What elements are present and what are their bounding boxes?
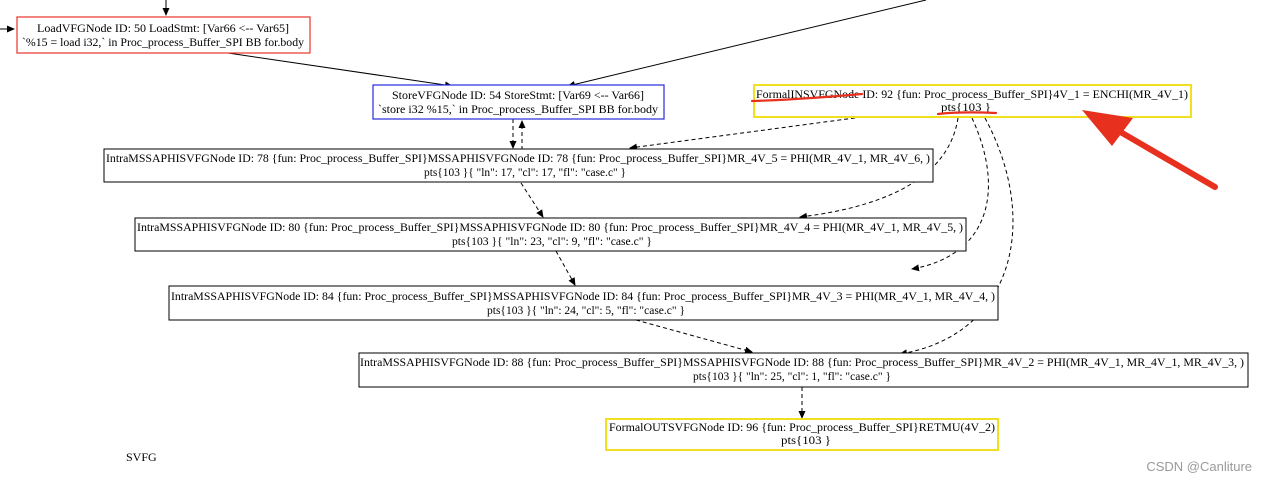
edge-phi80-to-phi84: [555, 250, 576, 286]
node-load50[interactable]: LoadVFGNode ID: 50 LoadStmt: [Var66 <-- …: [16, 16, 311, 54]
node-load50-line1: LoadVFGNode ID: 50 LoadStmt: [Var66 <-- …: [37, 23, 289, 35]
underline-pts-label: [936, 111, 998, 116]
node-phi84-line2: pts{103 }{ "ln": 24, "cl": 5, "fl": "cas…: [487, 305, 685, 317]
edge-phi78-to-phi80: [520, 182, 544, 218]
red-annotations: [750, 92, 1218, 190]
node-load50-line2: `%15 = load i32,` in Proc_process_Buffer…: [22, 37, 304, 49]
annotation-arrow-shaft: [1102, 120, 1218, 190]
node-formalout96-line2: pts{103 }: [781, 435, 831, 447]
node-phi80-line2: pts{103 }{ "ln": 23, "cl": 9, "fl": "cas…: [452, 236, 652, 248]
node-phi84-box: [168, 285, 999, 321]
annotation-arrow-head: [1082, 110, 1133, 146]
node-phi80-box: [134, 217, 967, 252]
node-phi84-line1: IntraMSSAPHISVFGNode ID: 84 {fun: Proc_p…: [171, 291, 995, 303]
node-load50-box: [16, 16, 311, 54]
node-store54[interactable]: StoreVFGNode ID: 54 StoreStmt: [Var69 <-…: [372, 84, 665, 120]
node-formalout96-line1: FormalOUTSVFGNode ID: 96 {fun: Proc_proc…: [609, 422, 995, 434]
node-store54-line1: StoreVFGNode ID: 54 StoreStmt: [Var69 <-…: [392, 90, 644, 102]
node-phi78-line1: IntraMSSAPHISVFGNode ID: 78 {fun: Proc_p…: [106, 153, 930, 165]
edge-phi84-to-phi88: [635, 319, 753, 354]
node-formalout96[interactable]: FormalOUTSVFGNode ID: 96 {fun: Proc_proc…: [605, 418, 999, 451]
node-phi88-line2: pts{103 }{ "ln": 25, "cl": 1, "fl": "cas…: [693, 371, 891, 383]
underline-formalin-label: [750, 92, 864, 103]
node-phi78[interactable]: IntraMSSAPHISVFGNode ID: 78 {fun: Proc_p…: [103, 148, 934, 183]
edge-formalin92-to-phi78: [629, 116, 863, 151]
node-phi80-line1: IntraMSSAPHISVFGNode ID: 80 {fun: Proc_p…: [137, 222, 963, 234]
node-formalout96-box: [605, 418, 999, 451]
node-phi88[interactable]: IntraMSSAPHISVFGNode ID: 88 {fun: Proc_p…: [358, 352, 1249, 388]
node-store54-line2: `store i32 %15,` in Proc_process_Buffer_…: [378, 104, 658, 116]
node-phi88-line1: IntraMSSAPHISVFGNode ID: 88 {fun: Proc_p…: [360, 357, 1244, 369]
node-formalin92-line2: pts{103 }: [941, 102, 991, 114]
node-store54-box: [372, 84, 665, 120]
node-formalin92-line1: FormalINSVFGNode ID: 92 {fun: Proc_proce…: [756, 89, 1188, 101]
node-phi88-box: [358, 352, 1249, 388]
node-phi84[interactable]: IntraMSSAPHISVFGNode ID: 84 {fun: Proc_p…: [168, 285, 999, 321]
edge-formalin92-to-phi84: [911, 117, 989, 272]
node-phi78-line2: pts{103 }{ "ln": 17, "cl": 17, "fl": "ca…: [424, 167, 626, 179]
node-phi78-box: [103, 148, 934, 183]
graph-label: SVFG: [126, 450, 157, 464]
edge-top-to-store54: [567, 0, 927, 88]
edge-load50-to-store54: [227, 52, 453, 89]
watermark: CSDN @Canliture: [1146, 459, 1252, 474]
node-phi80[interactable]: IntraMSSAPHISVFGNode ID: 80 {fun: Proc_p…: [134, 217, 967, 252]
edge-formalin92-to-phi88: [899, 117, 1014, 357]
